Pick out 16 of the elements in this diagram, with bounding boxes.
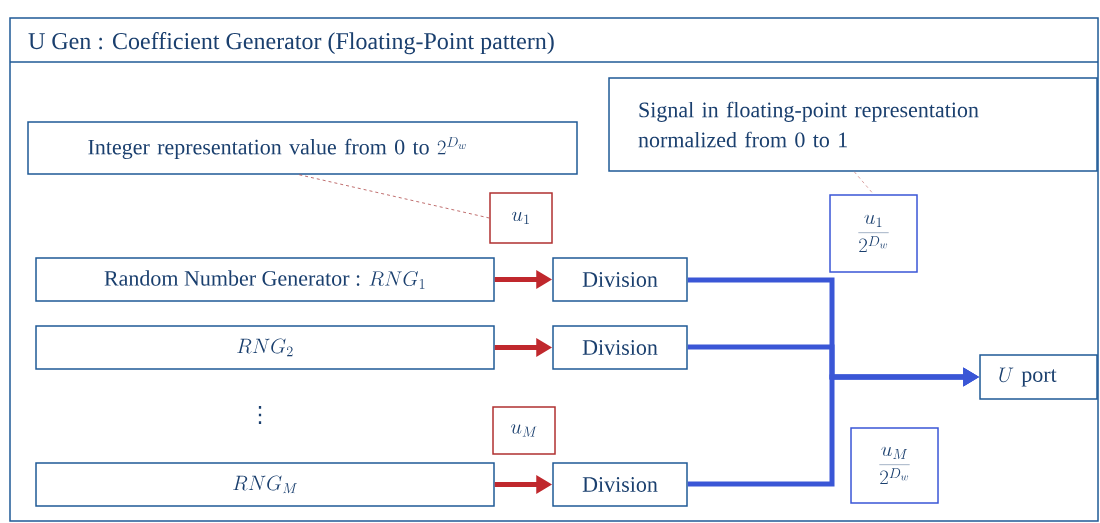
process-box: Division <box>552 462 688 507</box>
signal-box: $u_1$ <box>489 192 553 244</box>
signal-box: $\frac{u_M}{2^{D_w}}$ <box>850 427 939 504</box>
generator-box: $RNG_M$ <box>35 462 495 507</box>
leader-line <box>853 171 874 195</box>
note-box: Integer representation value from 0 to $2^{D_w}$ <box>27 121 578 175</box>
signal-box: $u_M$ <box>492 406 556 455</box>
process-box: Division <box>552 325 688 370</box>
generator-box: $RNG_2$ <box>35 325 495 370</box>
signal-box: $\frac{u_1}{2^{D_w}}$ <box>829 194 918 273</box>
note-box: Signal in floating-point representation normalized from 0 to 1 <box>608 77 1098 172</box>
process-box: Division <box>552 257 688 302</box>
leader-line <box>298 174 490 219</box>
generator-box: Random Number Generator : $RNG_1$ <box>35 257 495 302</box>
ellipsis: ⋮ <box>258 406 262 424</box>
port-box: $U$ port <box>979 354 1098 400</box>
